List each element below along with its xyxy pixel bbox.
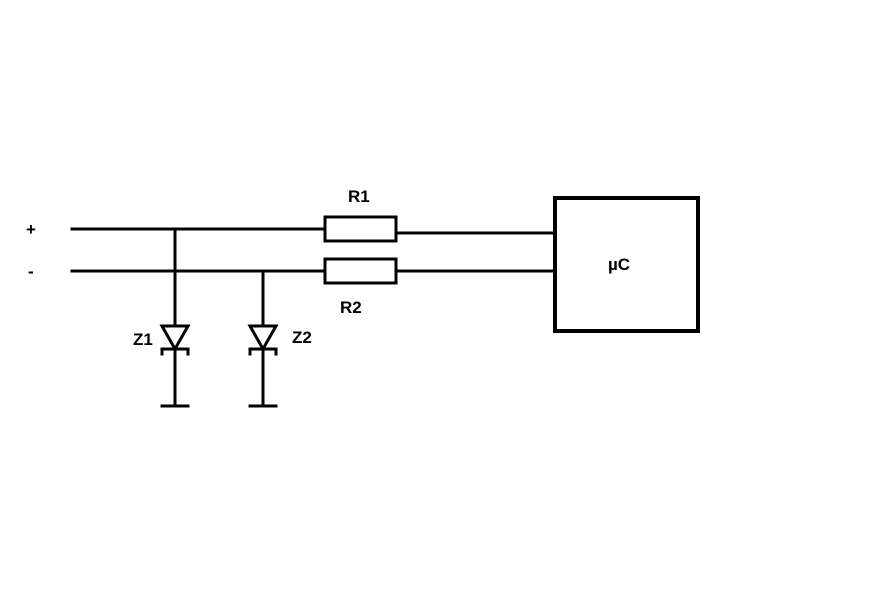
positive-terminal-label: + — [26, 220, 36, 239]
z1-zener-diode — [159, 324, 191, 353]
r2-resistor — [323, 257, 398, 285]
r1-resistor — [323, 215, 398, 243]
r2-label: R2 — [340, 298, 362, 317]
z2-label: Z2 — [292, 328, 312, 347]
negative-terminal-label: - — [28, 262, 34, 281]
z2-zener-diode — [247, 324, 279, 353]
z1-label: Z1 — [133, 330, 153, 349]
microcontroller-label: µC — [608, 255, 630, 274]
r1-label: R1 — [348, 187, 370, 206]
microcontroller-box — [553, 196, 700, 333]
